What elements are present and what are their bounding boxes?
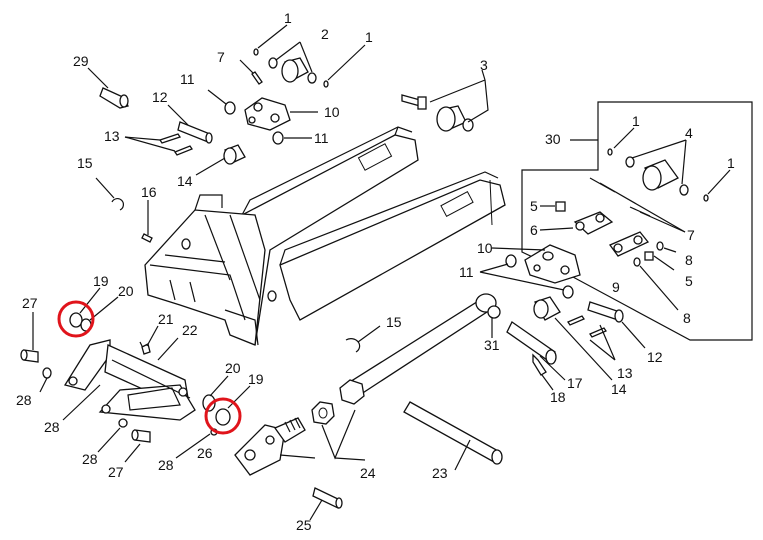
- part-label-21: 21: [158, 311, 174, 327]
- part-label-1: 1: [632, 113, 640, 129]
- part-label-5: 5: [685, 273, 693, 289]
- part-label-1: 1: [365, 29, 373, 45]
- pallet-truck-frame: [144, 126, 506, 346]
- part-label-10: 10: [477, 240, 493, 256]
- part-number-labels: 1 2 1 29 7 11 3 12 10 13 11 30 1 4 1 14 …: [16, 10, 735, 533]
- highlight-circle-left: [57, 300, 95, 338]
- part-label-28: 28: [44, 419, 60, 435]
- part-label-11: 11: [314, 130, 329, 146]
- part-label-15: 15: [386, 314, 402, 330]
- part-label-12: 12: [152, 89, 168, 105]
- part-label-28: 28: [16, 392, 32, 408]
- part-label-27: 27: [108, 464, 124, 480]
- part-label-20: 20: [225, 360, 241, 376]
- part-label-12: 12: [647, 349, 663, 365]
- part-label-5: 5: [530, 198, 538, 214]
- part-label-25: 25: [296, 517, 312, 533]
- part-label-23: 23: [432, 465, 448, 481]
- part-label-28: 28: [158, 457, 174, 473]
- lower-parts-group: [234, 293, 566, 521]
- top-parts-group: [87, 24, 489, 176]
- part-label-7: 7: [217, 49, 225, 65]
- part-label-16: 16: [141, 184, 157, 200]
- part-label-10: 10: [324, 104, 340, 120]
- part-label-19: 19: [248, 371, 264, 387]
- part-label-29: 29: [73, 53, 89, 69]
- part-label-2: 2: [321, 26, 329, 42]
- left-parts-group: [20, 177, 251, 463]
- right-assembly-group: [479, 101, 753, 381]
- part-label-4: 4: [685, 125, 693, 141]
- part-label-11: 11: [459, 264, 474, 280]
- part-label-14: 14: [177, 173, 193, 189]
- part-label-3: 3: [480, 57, 488, 73]
- part-label-13: 13: [104, 128, 120, 144]
- part-label-18: 18: [550, 389, 566, 405]
- part-label-24: 24: [360, 465, 376, 481]
- part-label-22: 22: [182, 322, 198, 338]
- part-label-7: 7: [687, 227, 695, 243]
- part-label-1: 1: [727, 155, 735, 171]
- part-label-19: 19: [93, 273, 109, 289]
- part-label-17: 17: [567, 375, 583, 391]
- part-label-8: 8: [685, 252, 693, 268]
- part-label-28: 28: [82, 451, 98, 467]
- part-label-31: 31: [484, 337, 500, 353]
- highlight-circle-right: [204, 397, 242, 435]
- part-label-15: 15: [77, 155, 93, 171]
- part-label-1: 1: [284, 10, 292, 26]
- part-label-8: 8: [683, 310, 691, 326]
- part-label-13: 13: [617, 365, 633, 381]
- part-label-14: 14: [611, 381, 627, 397]
- part-label-26: 26: [197, 445, 213, 461]
- part-label-11: 11: [180, 71, 195, 87]
- part-label-27: 27: [22, 295, 38, 311]
- part-label-6: 6: [530, 222, 538, 238]
- part-label-9: 9: [612, 279, 620, 295]
- part-label-20: 20: [118, 283, 134, 299]
- part-label-30: 30: [545, 131, 561, 147]
